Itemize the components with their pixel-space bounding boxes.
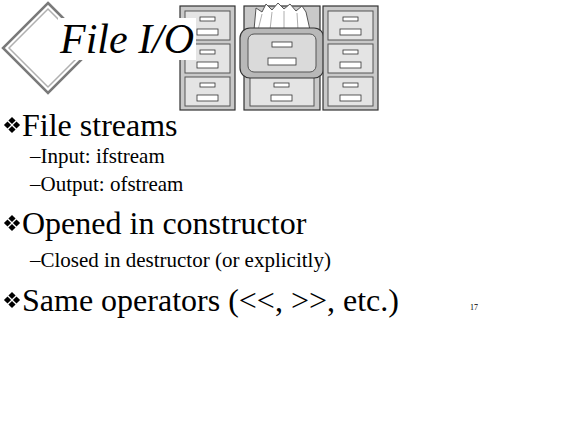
bullet-diamond: [4, 121, 11, 128]
bullet-diamond: [8, 292, 15, 299]
bullet-diamond: [13, 296, 20, 303]
bullet-text: File streams: [22, 109, 178, 141]
bullet-symbols: [4, 117, 20, 308]
slide-title: File I/O: [58, 18, 196, 60]
sub-bullet-text: –Output: ofstream: [30, 174, 183, 195]
page-number: 17: [470, 304, 478, 312]
bullet-text: Opened in constructor: [22, 207, 306, 239]
bullet-diamond: [8, 126, 15, 133]
bullet-diamond: [13, 219, 20, 226]
filing-cabinet-open: [240, 3, 324, 110]
bullet-diamond: [8, 215, 15, 222]
bullet-diamond: [4, 219, 11, 226]
sub-bullet-text: –Closed in destructor (or explicitly): [30, 250, 331, 271]
bullet-diamond: [8, 301, 15, 308]
bullet-diamond: [8, 224, 15, 231]
bullet-diamond: [8, 117, 15, 124]
filing-cabinet: [323, 6, 378, 110]
bullet-diamond: [13, 121, 20, 128]
sub-bullet-text: –Input: ifstream: [30, 146, 165, 167]
bullet-text: Same operators (<<, >>, etc.): [22, 284, 399, 316]
bullet-diamond: [4, 296, 11, 303]
